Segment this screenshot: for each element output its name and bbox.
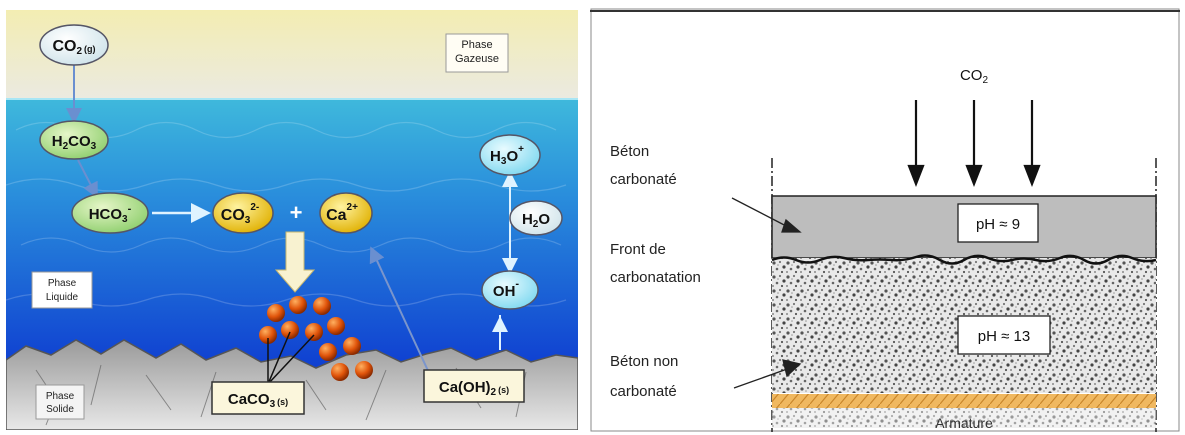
label-noncarbonated-line1: Béton non [610,353,678,370]
co2-gas-node [39,24,109,66]
h2co3-label: H2CO3 [52,133,97,152]
hco3-node [71,192,149,234]
phase-gas-label-box [445,33,509,73]
h3o-node [479,134,541,176]
ca-label: Ca2+ [326,202,358,224]
oh-label: OH- [493,278,520,300]
caco3-particles [259,296,373,385]
label-front-line1: Front de [610,241,666,258]
h3o-label: H3O+ [490,144,524,167]
ph-noncarbonated-value: pH ≈ 13 [978,328,1030,345]
carbonation-chemistry-panel: Phase Gazeuse Phase Liquide Phase Solide… [6,10,578,430]
hco3-label: HCO3- [89,203,132,225]
label-noncarbonated-line2: carbonaté [610,383,677,400]
co3-label: CO32- [221,202,259,226]
phase-solid-label-box [35,384,85,420]
co2-gas-label: CO2(g) [52,38,95,57]
ph-noncarbonated-box [957,315,1051,355]
caco3-solid-box [211,381,305,415]
phase-gas-label-line1: Phase [461,39,492,51]
carbonation-front-line [771,254,1157,265]
phase-liquid-label-box [31,271,93,309]
caoh2-solid-box [423,369,525,403]
co2-arrows [907,100,1041,188]
co2-label: CO2 [960,67,989,86]
armature-label: Armature [935,415,993,431]
carbonation-front-panel: CO2 pH ≈ 9 pH ≈ 13 Béton carbonaté Front… [590,8,1180,432]
h2o-label: H2O [522,211,550,230]
chemistry-diagram: Phase Gazeuse Phase Liquide Phase Solide… [6,10,578,430]
ph-carbonated-value: pH ≈ 9 [976,216,1020,233]
phase-liquid-label-line2: Liquide [46,292,79,303]
label-carbonated-line2: carbonaté [610,171,677,188]
plus-sign: + [290,200,303,225]
phase-solid-label-line1: Phase [46,391,75,402]
armature-bar [772,394,1156,408]
h2co3-node [39,120,109,160]
caco3-solid-label: CaCO3(s) [228,391,288,410]
phase-liquid-label-line1: Phase [48,278,77,289]
caoh2-solid-label: Ca(OH)2(s) [439,379,509,398]
oh-node [481,270,539,310]
precipitation-arrow-icon [274,231,316,293]
ph-carbonated-box [957,203,1039,243]
label-front-line2: carbonatation [610,269,701,286]
ca-node [319,192,373,234]
phase-solid-label-line2: Solide [46,404,74,415]
concrete-section-diagram: CO2 pH ≈ 9 pH ≈ 13 Béton carbonaté Front… [590,8,1180,432]
label-carbonated-line1: Béton [610,143,649,160]
co3-node [212,192,274,234]
phase-gas-label-line2: Gazeuse [455,53,499,65]
h2o-node [509,200,563,236]
